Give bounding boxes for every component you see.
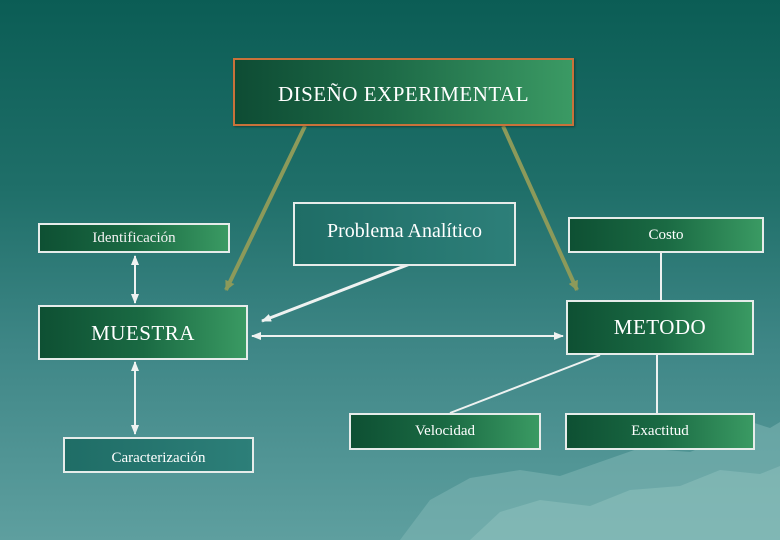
node-velocidad-label: Velocidad bbox=[415, 423, 475, 439]
edge-diseno-muestra bbox=[224, 125, 307, 291]
node-metodo: METODO bbox=[566, 300, 754, 355]
node-identificacion-label: Identificación bbox=[92, 229, 176, 246]
node-problema-label: Problema Analítico bbox=[327, 219, 482, 242]
node-diseno-experimental: DISEÑO EXPERIMENTAL bbox=[233, 58, 574, 126]
node-exactitud-label: Exactitud bbox=[631, 423, 689, 439]
node-diseno-label: DISEÑO EXPERIMENTAL bbox=[277, 81, 530, 106]
node-metodo-label: METODO bbox=[613, 315, 707, 339]
edge-diseno-metodo bbox=[501, 125, 579, 291]
node-muestra: MUESTRA bbox=[38, 305, 248, 360]
node-identificacion: Identificación bbox=[38, 223, 230, 253]
node-problema-analitico: Problema Analítico bbox=[293, 202, 516, 266]
node-costo-label: Costo bbox=[648, 226, 684, 243]
edge-metodo-velocidad bbox=[449, 354, 601, 414]
node-muestra-label: MUESTRA bbox=[91, 321, 195, 345]
edge-problema-muestra bbox=[261, 262, 411, 323]
node-costo: Costo bbox=[568, 217, 764, 253]
node-caracterizacion: Caracterización bbox=[63, 437, 254, 473]
node-exactitud: Exactitud bbox=[565, 413, 755, 450]
node-caracterizacion-label: Caracterización bbox=[111, 449, 206, 466]
node-velocidad: Velocidad bbox=[349, 413, 541, 450]
